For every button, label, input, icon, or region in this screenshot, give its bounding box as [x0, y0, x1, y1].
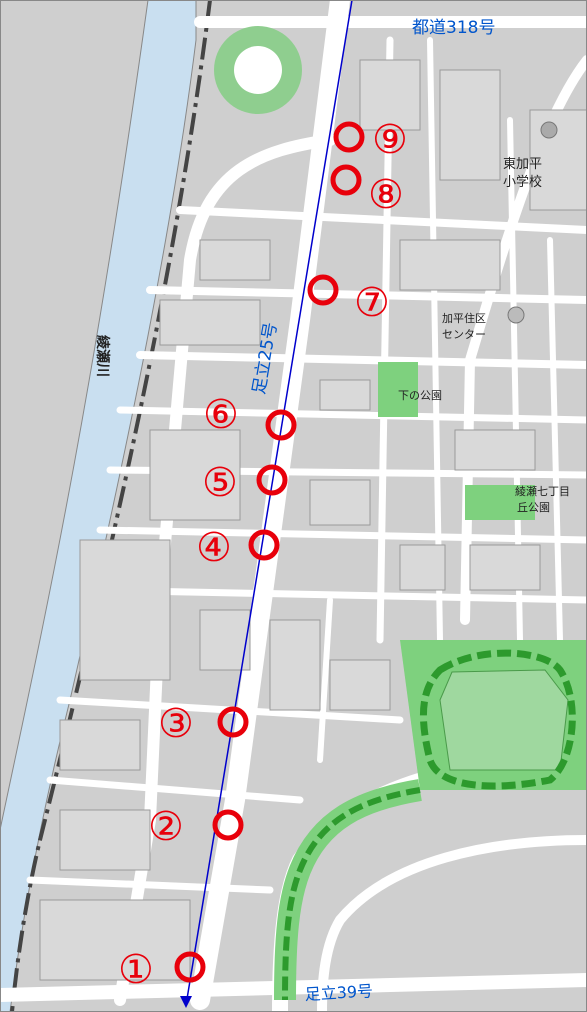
marker-circle-9: [333, 121, 365, 153]
route-line: [185, 0, 353, 1006]
park-shimo-label: 下の公園: [398, 389, 442, 402]
center-symbol: [507, 306, 525, 324]
marker-label-1: ①: [118, 947, 154, 993]
marker-label-6: ⑥: [203, 392, 239, 438]
big-park-inner: [439, 669, 569, 771]
marker-label-3: ③: [158, 701, 194, 747]
school-symbol: [540, 121, 558, 139]
park-ayase-label-line2: 丘公園: [517, 501, 550, 514]
marker-circle-8: [330, 164, 362, 196]
marker-circle-4: [248, 529, 280, 561]
school-label-line2: 小学校: [503, 174, 542, 190]
marker-label-2: ②: [148, 804, 184, 850]
route-arrow: [180, 996, 192, 1008]
park-shimo-area: [378, 362, 418, 417]
school-label-line1: 東加平: [503, 156, 542, 172]
big-park-path: [419, 649, 576, 790]
road-label-39: 足立39号: [304, 981, 373, 1004]
marker-circle-5: [256, 464, 288, 496]
marker-label-8: ⑧: [368, 172, 404, 218]
marker-circle-3: [217, 706, 249, 738]
center-label-line2: センター: [442, 328, 486, 341]
marker-circle-6: [265, 409, 297, 441]
markers: [174, 121, 365, 983]
marker-circle-1: [174, 951, 206, 983]
river-label: 綾瀬川: [94, 335, 111, 377]
center-label-line1: 加平住区: [442, 311, 486, 325]
marker-label-7: ⑦: [354, 280, 390, 326]
park-ayase-area: [465, 485, 535, 520]
road-label-318: 都道318号: [412, 18, 495, 38]
marker-labels: ① ② ③ ④ ⑤ ⑥ ⑦ ⑧ ⑨: [118, 117, 408, 993]
marker-label-9: ⑨: [372, 117, 408, 163]
marker-circle-7: [307, 274, 339, 306]
marker-label-5: ⑤: [202, 460, 238, 506]
roundabout-center: [234, 46, 282, 94]
marker-circle-2: [212, 809, 244, 841]
green-belt-dash: [282, 787, 421, 1001]
city-blocks: [39, 59, 587, 981]
park-ayase-label-line1: 綾瀬七丁目: [515, 484, 570, 498]
marker-label-4: ④: [196, 525, 232, 571]
